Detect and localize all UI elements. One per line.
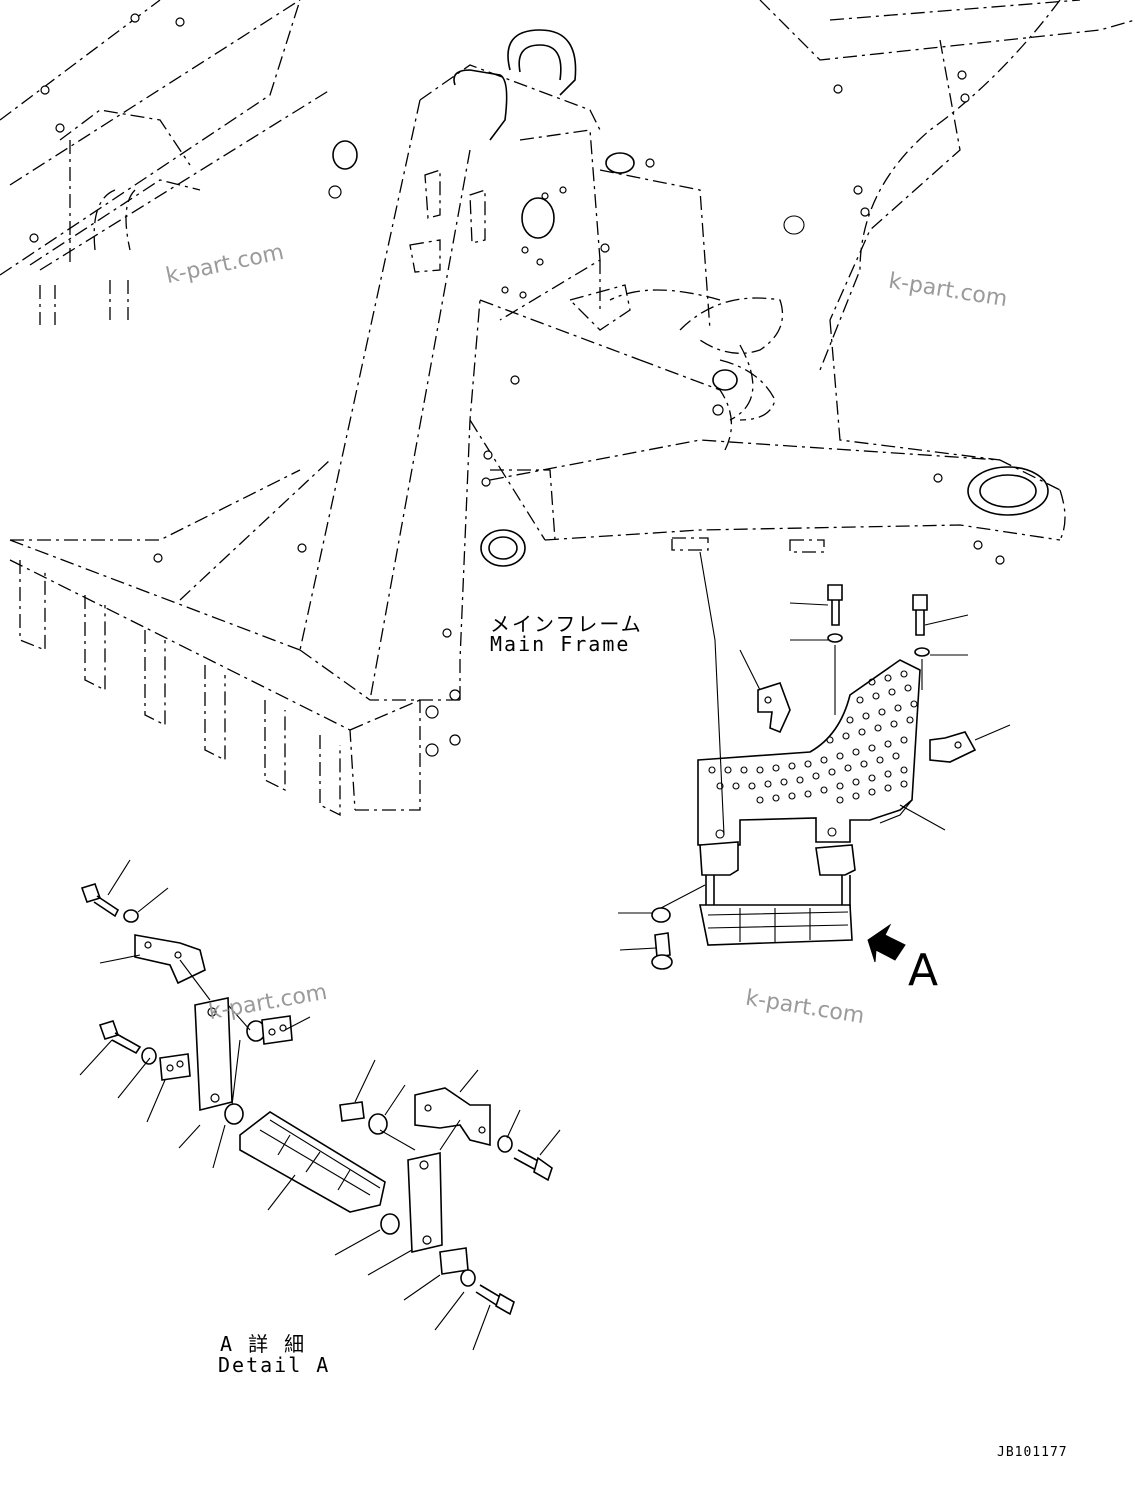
detail-a-assembly [79, 859, 561, 1351]
step-assembly [618, 551, 1011, 970]
plate-perforations [708, 670, 918, 839]
drawing-code: JB101177 [997, 1445, 1068, 1460]
main-frame-outline [0, 0, 1135, 817]
view-arrow-letter: A [908, 945, 939, 996]
main-frame-label-jp: メインフレーム [490, 612, 643, 636]
main-frame-holes [29, 13, 1049, 757]
detail-label-en: Detail A [218, 1353, 331, 1377]
main-frame-label-en: Main Frame [490, 632, 631, 656]
detail-label-jp: A 詳 細 [220, 1332, 307, 1356]
